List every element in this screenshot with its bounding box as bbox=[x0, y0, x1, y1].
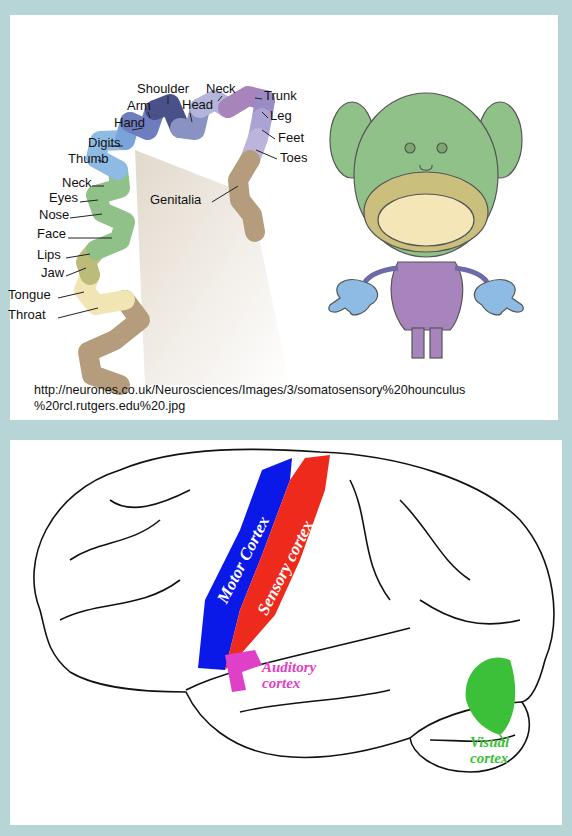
source-url: http://neurones.co.uk/Neurosciences/Imag… bbox=[34, 383, 534, 414]
body-part-label: Face bbox=[37, 227, 66, 241]
body-part-label: Feet bbox=[278, 131, 304, 145]
region-label: Visual cortex bbox=[470, 735, 540, 767]
body-part-label: Neck bbox=[206, 82, 236, 96]
body-part-label: Arm bbox=[127, 99, 151, 113]
bottom-panel bbox=[10, 440, 562, 825]
brain-outline bbox=[34, 449, 554, 772]
top-panel bbox=[10, 15, 558, 420]
cortex-strip bbox=[84, 96, 265, 385]
region-label: Auditory cortex bbox=[262, 660, 342, 692]
body-part-label: Shoulder bbox=[137, 82, 189, 96]
homunculus-figure bbox=[329, 93, 524, 358]
body-part-label: Tongue bbox=[8, 288, 51, 302]
body-part-label: Thumb bbox=[68, 152, 108, 166]
white-matter bbox=[135, 150, 290, 385]
body-part-label: Lips bbox=[37, 248, 61, 262]
body-part-label: Trunk bbox=[264, 89, 297, 103]
auditory-cortex-area bbox=[225, 650, 262, 692]
leader-lines bbox=[58, 96, 277, 318]
body-part-label: Leg bbox=[270, 109, 292, 123]
body-part-label: Digits bbox=[88, 136, 121, 150]
body-part-label: Neck bbox=[62, 176, 92, 190]
body-part-label: Jaw bbox=[41, 266, 64, 280]
visual-cortex-area bbox=[466, 657, 516, 735]
body-part-label: Head bbox=[182, 98, 213, 112]
body-part-label: Hand bbox=[114, 116, 145, 130]
body-part-label: Eyes bbox=[49, 191, 78, 205]
body-part-label: Toes bbox=[280, 151, 307, 165]
body-part-label: Genitalia bbox=[150, 193, 201, 207]
body-part-label: Throat bbox=[8, 308, 46, 322]
body-part-label: Nose bbox=[39, 208, 69, 222]
